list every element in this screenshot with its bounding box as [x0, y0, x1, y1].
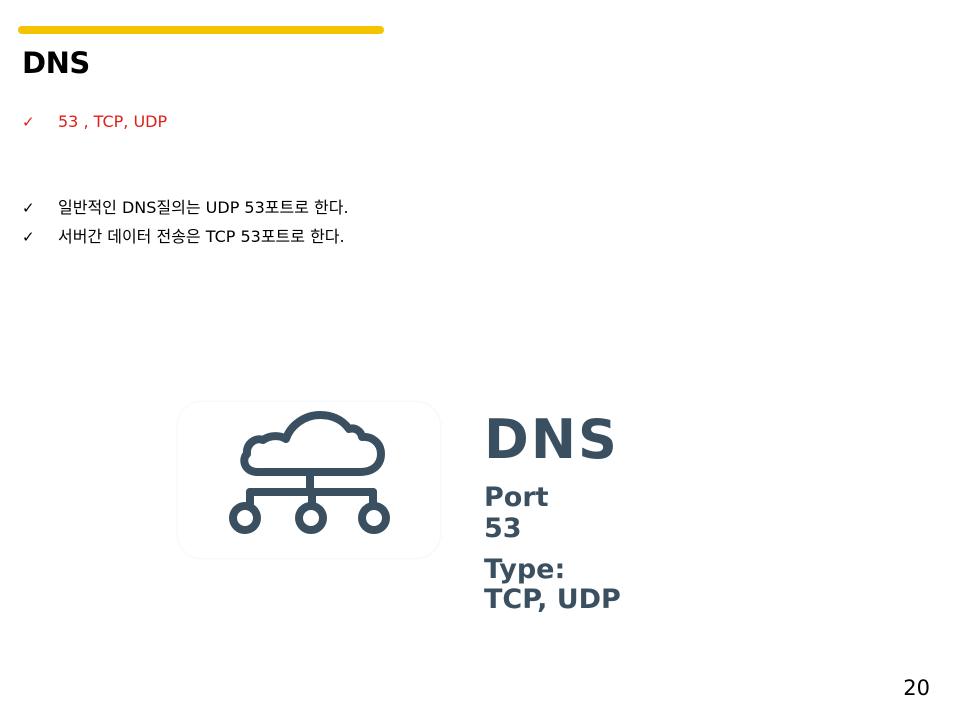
info-heading: DNS — [484, 408, 619, 471]
bullet-text: 서버간 데이터 전송은 TCP 53포트로 한다. — [58, 227, 345, 246]
checkmark-icon: ✓ — [22, 199, 35, 217]
bullet-item: ✓ 53 , TCP, UDP — [22, 112, 167, 132]
bullet-item: ✓ 서버간 데이터 전송은 TCP 53포트로 한다. — [22, 227, 345, 247]
info-port-label: Port — [484, 482, 549, 513]
info-type-value: TCP, UDP — [484, 584, 621, 615]
dns-icon-card — [178, 402, 440, 558]
checkmark-icon: ✓ — [22, 228, 35, 246]
slide-title: DNS — [22, 46, 90, 80]
checkmark-icon: ✓ — [22, 113, 35, 131]
page-number: 20 — [903, 676, 930, 700]
info-port-value: 53 — [484, 513, 522, 544]
bullet-text: 53 , TCP, UDP — [58, 112, 168, 131]
cloud-network-icon — [229, 411, 390, 534]
bullet-item: ✓ 일반적인 DNS질의는 UDP 53포트로 한다. — [22, 198, 349, 218]
info-type-label: Type: — [484, 554, 566, 585]
bullet-text: 일반적인 DNS질의는 UDP 53포트로 한다. — [58, 198, 349, 217]
title-accent-bar — [18, 26, 384, 34]
